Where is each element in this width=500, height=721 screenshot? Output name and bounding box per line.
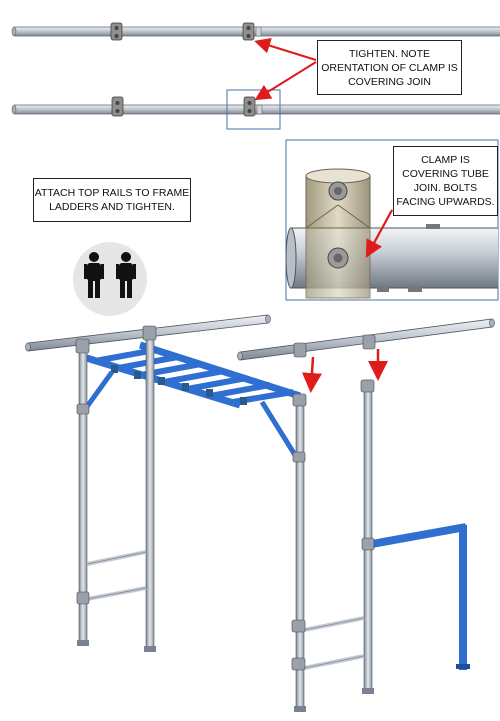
detail-focus-box [226, 89, 281, 130]
attach-rails-note: ATTACH TOP RAILS TO FRAME LADDERS AND TI… [33, 178, 191, 222]
tighten-note-line-3: COVERING JOIN [348, 75, 431, 88]
tighten-note-line-1: TIGHTEN. NOTE [348, 47, 431, 60]
top-rail-upper [11, 22, 500, 41]
top-rail-lower [11, 89, 500, 130]
arrow-to-detail-clamp [365, 209, 393, 258]
two-person-lift-icon [73, 242, 147, 316]
clamp-note-line-1: CLAMP IS [421, 154, 470, 166]
clamp-note-line-4: FACING UPWARDS. [396, 196, 495, 208]
clamp-detail-inset [285, 139, 499, 301]
clamp-note-line-2: COVERING TUBE [402, 168, 489, 180]
attach-note-line-1: ATTACH TOP RAILS TO FRAME [34, 187, 190, 199]
tighten-note-line-2: ORENTATION OF CLAMP IS [321, 61, 458, 74]
arrow-to-frame-clamp-left [301, 356, 322, 393]
clamp-note-line-3: JOIN. BOLTS [413, 182, 478, 194]
monkey-bar-frame [25, 314, 495, 712]
arrow-to-upper-clamp [254, 37, 317, 61]
arrow-to-lower-clamp [254, 61, 317, 101]
clamp-detail-note: CLAMP IS COVERING TUBE JOIN. BOLTS FACIN… [393, 146, 498, 216]
attach-note-line-2: LADDERS AND TIGHTEN. [49, 201, 175, 213]
tighten-note: TIGHTEN. NOTE ORENTATION OF CLAMP IS COV… [317, 40, 462, 95]
